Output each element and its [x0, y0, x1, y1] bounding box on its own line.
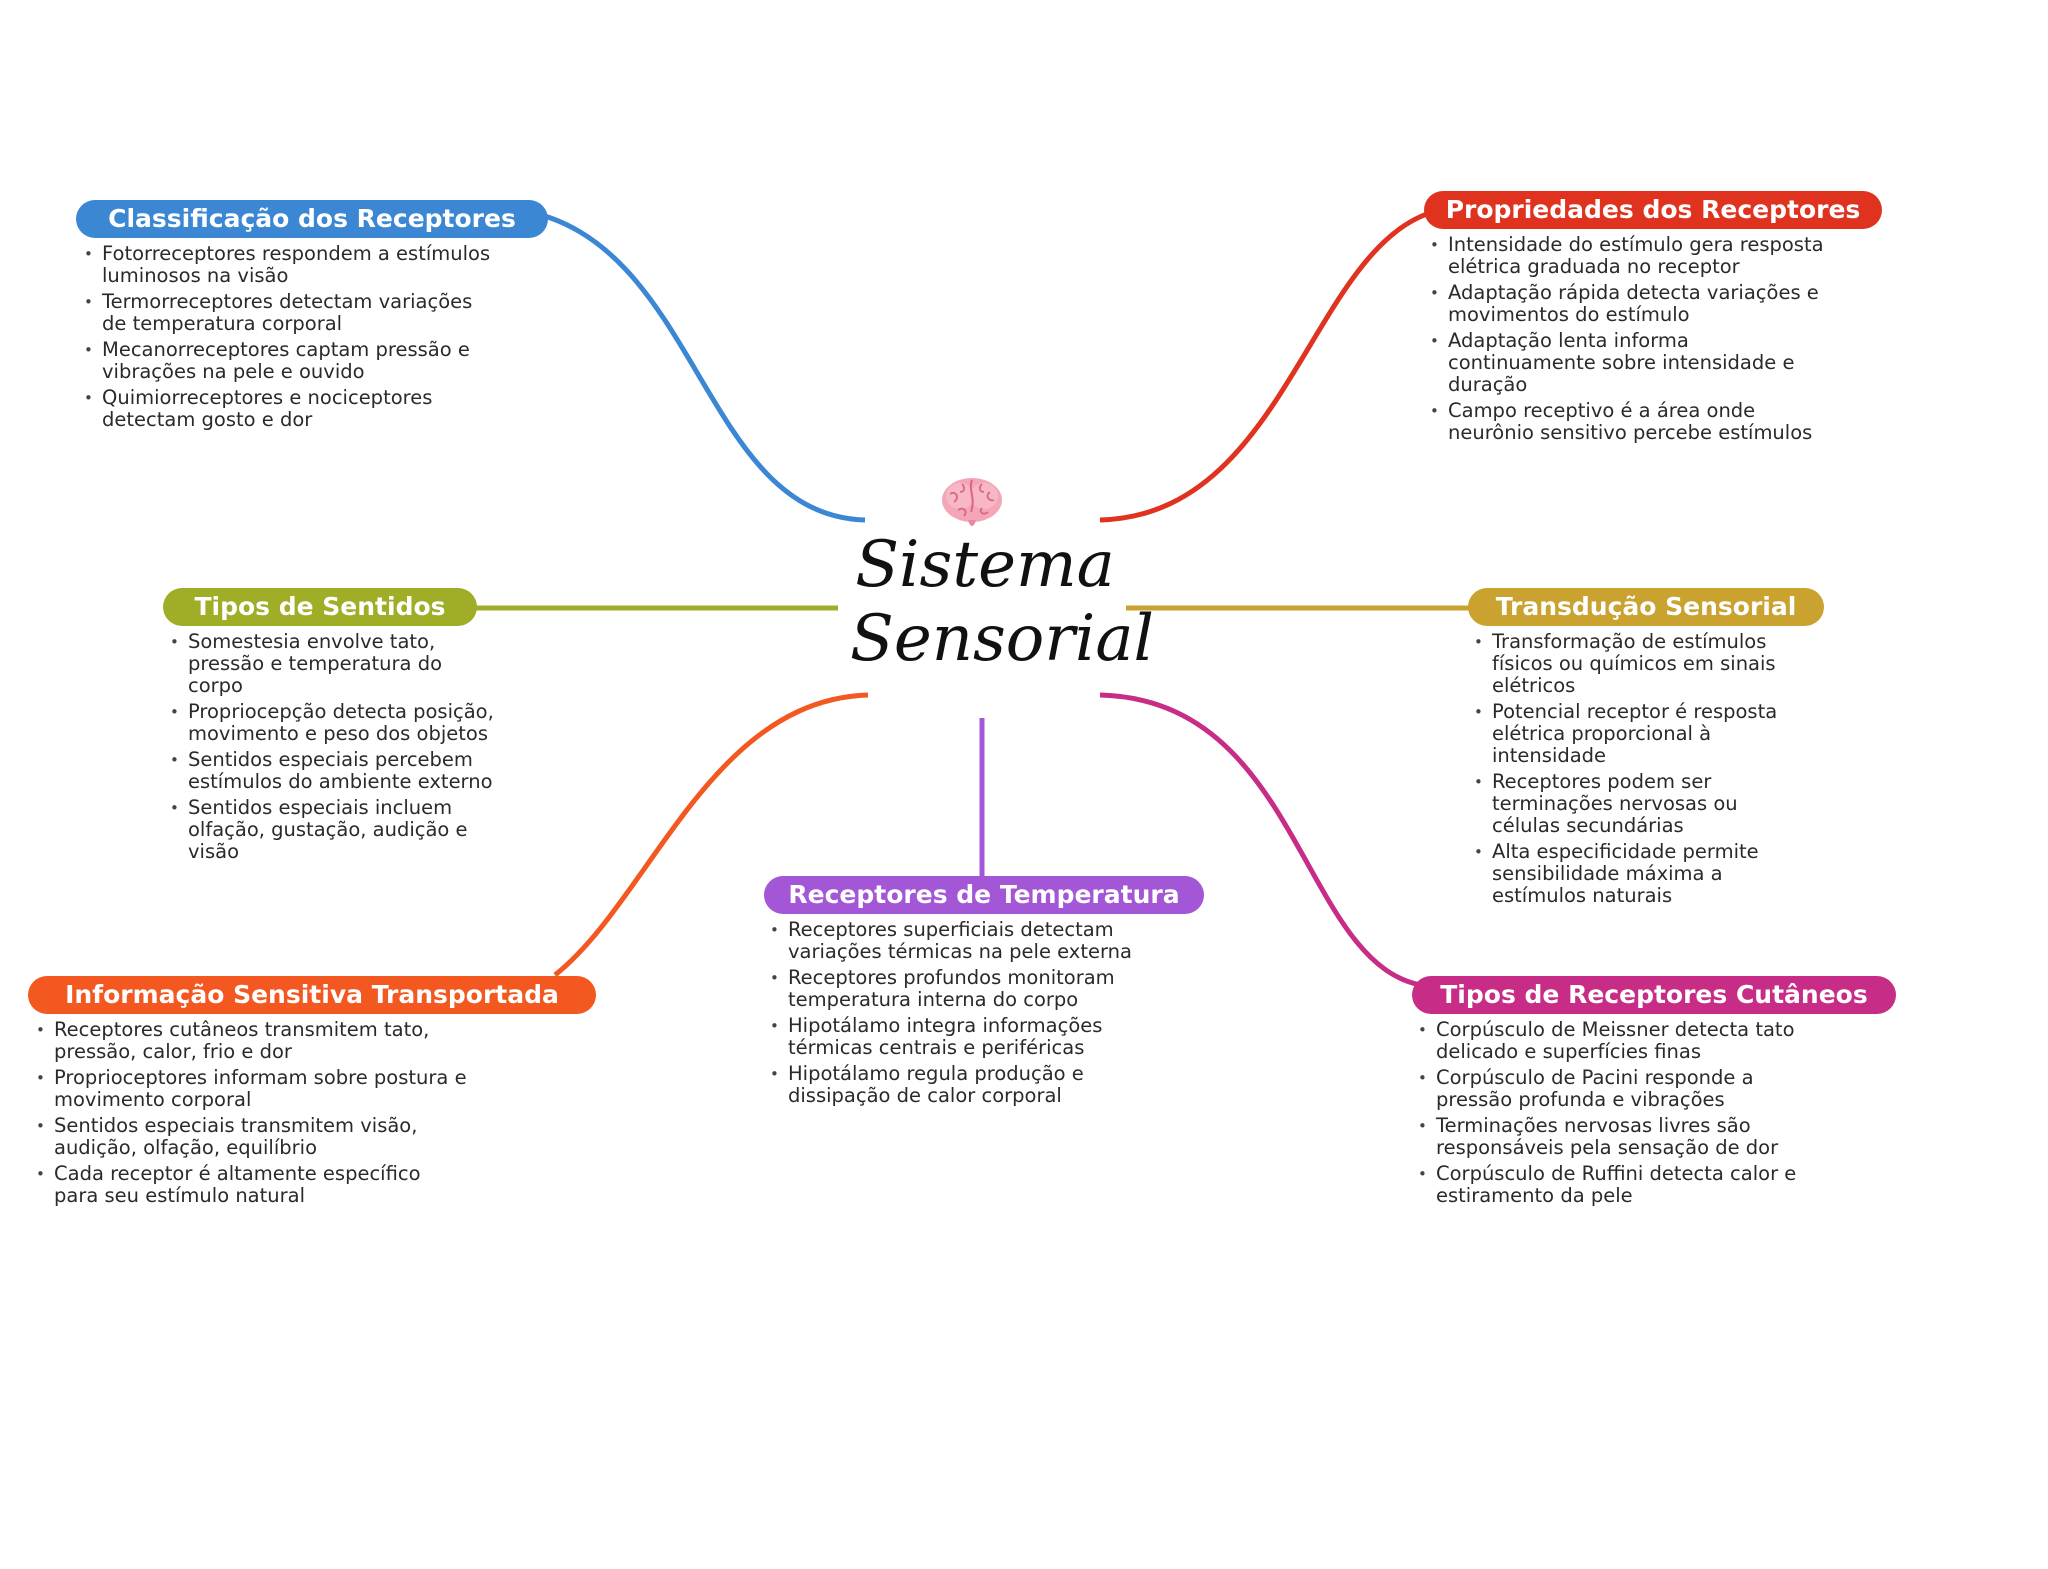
connector-cutaneos	[1099, 692, 1421, 988]
list-item: Quimiorreceptores e nociceptores detecta…	[78, 387, 498, 431]
list-item: Sentidos especiais percebem estímulos do…	[164, 749, 494, 793]
central-topic-line2: Sensorial	[850, 602, 1154, 676]
list-item: Propriocepção detecta posição, movimento…	[164, 701, 494, 745]
branch-cutaneos-list: Corpúsculo de Meissner detecta tato deli…	[1412, 1019, 1832, 1211]
branch-tipos-sentidos-list: Somestesia envolve tato, pressão e tempe…	[164, 631, 494, 867]
list-item: Cada receptor é altamente específico par…	[30, 1163, 470, 1207]
branch-transducao-title[interactable]: Transdução Sensorial	[1468, 588, 1824, 626]
list-item: Campo receptivo é a área onde neurônio s…	[1424, 400, 1824, 444]
central-topic-line1: Sistema	[855, 528, 1115, 602]
list-item: Potencial receptor é resposta elétrica p…	[1468, 701, 1798, 767]
branch-cutaneos-title[interactable]: Tipos de Receptores Cutâneos	[1412, 976, 1896, 1014]
list-item: Hipotálamo integra informações térmicas …	[764, 1015, 1164, 1059]
list-item: Mecanorreceptores captam pressão e vibra…	[78, 339, 498, 383]
branch-informacao-title[interactable]: Informação Sensitiva Transportada	[28, 976, 596, 1014]
list-item: Corpúsculo de Pacini responde a pressão …	[1412, 1067, 1832, 1111]
branch-tipos-sentidos-title[interactable]: Tipos de Sentidos	[163, 588, 477, 626]
branch-temperatura-title[interactable]: Receptores de Temperatura	[764, 876, 1204, 914]
brain-icon	[942, 478, 1002, 526]
branch-propriedades-title[interactable]: Propriedades dos Receptores	[1424, 191, 1882, 229]
list-item: Corpúsculo de Meissner detecta tato deli…	[1412, 1019, 1832, 1063]
list-item: Adaptação rápida detecta variações e mov…	[1424, 282, 1824, 326]
list-item: Somestesia envolve tato, pressão e tempe…	[164, 631, 494, 697]
branch-propriedades-list: Intensidade do estímulo gera resposta el…	[1424, 234, 1824, 448]
list-item: Transformação de estímulos físicos ou qu…	[1468, 631, 1798, 697]
list-item: Termorreceptores detectam variações de t…	[78, 291, 498, 335]
branch-classificacao-title[interactable]: Classificação dos Receptores	[76, 200, 548, 238]
list-item: Receptores superficiais detectam variaçõ…	[764, 919, 1164, 963]
branch-transducao-list: Transformação de estímulos físicos ou qu…	[1468, 631, 1798, 911]
list-item: Alta especificidade permite sensibilidad…	[1468, 841, 1798, 907]
branch-temperatura-list: Receptores superficiais detectam variaçõ…	[764, 919, 1164, 1111]
branch-informacao-list: Receptores cutâneos transmitem tato, pre…	[30, 1019, 470, 1211]
list-item: Fotorreceptores respondem a estímulos lu…	[78, 243, 498, 287]
connector-informacao	[553, 692, 869, 977]
list-item: Hipotálamo regula produção e dissipação …	[764, 1063, 1164, 1107]
list-item: Terminações nervosas livres são responsá…	[1412, 1115, 1832, 1159]
connector-propriedades	[1099, 207, 1441, 523]
list-item: Intensidade do estímulo gera resposta el…	[1424, 234, 1824, 278]
branch-classificacao-list: Fotorreceptores respondem a estímulos lu…	[78, 243, 498, 435]
list-item: Adaptação lenta informa continuamente so…	[1424, 330, 1824, 396]
list-item: Receptores cutâneos transmitem tato, pre…	[30, 1019, 470, 1063]
list-item: Receptores profundos monitoram temperatu…	[764, 967, 1164, 1011]
central-topic[interactable]: Sistema Sensorial	[850, 528, 1154, 676]
connector-classificacao	[519, 207, 866, 523]
list-item: Sentidos especiais transmitem visão, aud…	[30, 1115, 470, 1159]
list-item: Sentidos especiais incluem olfação, gust…	[164, 797, 494, 863]
list-item: Corpúsculo de Ruffini detecta calor e es…	[1412, 1163, 1832, 1207]
list-item: Receptores podem ser terminações nervosa…	[1468, 771, 1798, 837]
list-item: Proprioceptores informam sobre postura e…	[30, 1067, 470, 1111]
